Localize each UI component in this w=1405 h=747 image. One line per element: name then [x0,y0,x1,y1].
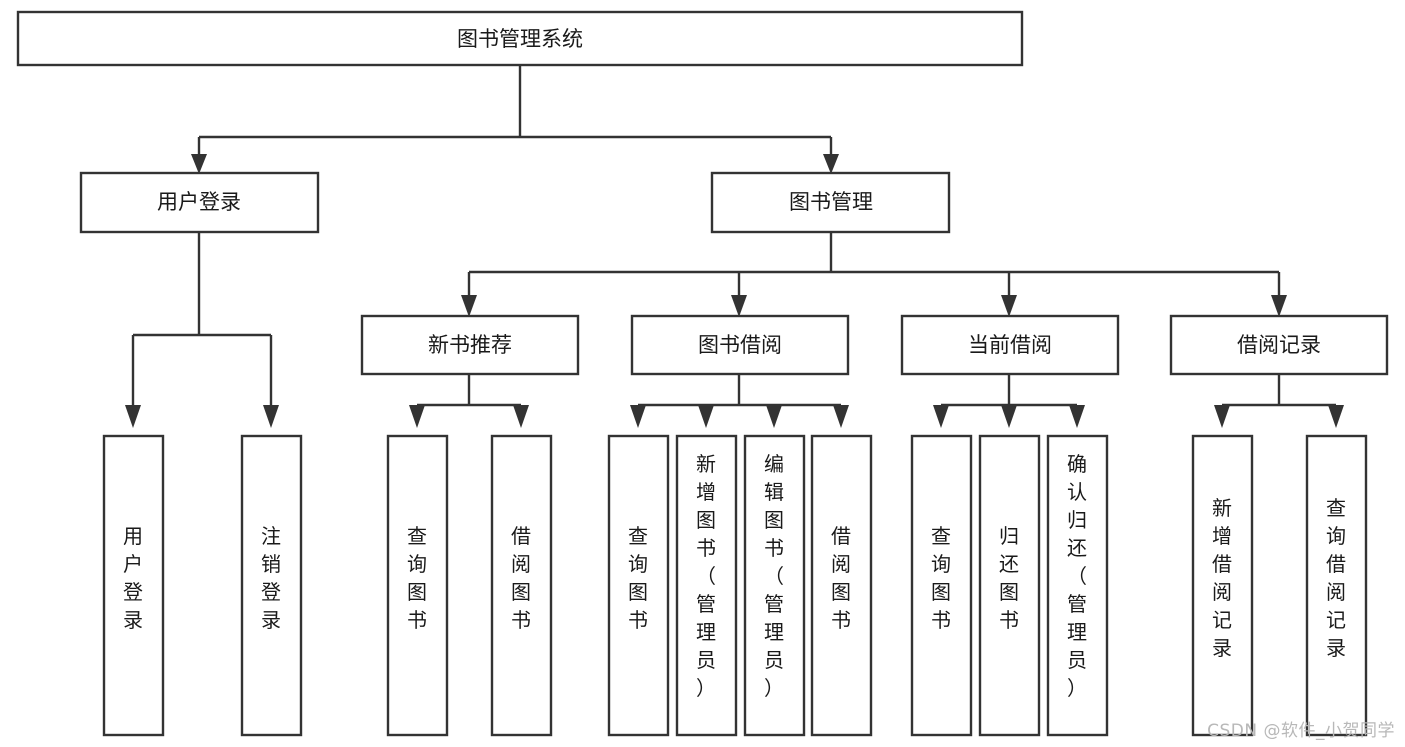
node-leaf-add-record-label: 新增借阅记录 [1212,496,1232,660]
node-leaf-add-record-box[interactable] [1191,434,1254,737]
arrow-head-leaf-query-record [1328,405,1344,428]
arrow-head-leaf-query-book-2 [630,405,646,428]
node-leaf-borrow-book-2[interactable]: 借阅图书 [810,434,873,737]
node-leaf-add-book-box[interactable] [675,434,738,737]
node-leaf-query-book-1-label: 查询图书 [407,524,427,632]
arrow-head-leaf-add-record [1214,405,1230,428]
node-new-book-rec-box[interactable] [360,314,580,376]
node-new-book-rec[interactable]: 新书推荐 [360,314,580,376]
node-leaf-query-book-3[interactable]: 查询图书 [910,434,973,737]
connector-group-user-login-to-leaves [125,232,279,428]
node-leaf-return-book-box[interactable] [978,434,1041,737]
node-leaf-user-login-box[interactable] [102,434,165,737]
connector-group-book-manage-to-level3 [461,232,1287,317]
arrow-head-user-login [191,154,207,174]
node-leaf-query-book-2-label: 查询图书 [628,524,648,632]
node-leaf-return-book[interactable]: 归还图书 [978,434,1041,737]
node-leaf-return-book-label: 归还图书 [999,524,1019,632]
connector-group-root-to-level2 [191,65,839,174]
node-book-manage-label: 图书管理 [789,190,873,214]
node-leaf-logout-login-label: 注销登录 [261,524,281,632]
node-new-book-rec-label: 新书推荐 [428,333,512,357]
node-leaf-query-book-2-box[interactable] [607,434,670,737]
node-leaf-query-book-1-box[interactable] [386,434,449,737]
node-book-borrow-label: 图书借阅 [698,333,782,357]
node-book-borrow[interactable]: 图书借阅 [630,314,850,376]
arrow-head-leaf-add-book [698,405,714,428]
node-leaf-borrow-book-1-label: 借阅图书 [511,524,531,632]
arrow-head-book-manage [823,154,839,174]
node-leaf-add-book[interactable]: 新增图书（管理员） [675,434,738,737]
arrow-head-leaf-borrow-book-1 [513,405,529,428]
node-borrow-record[interactable]: 借阅记录 [1169,314,1389,376]
connector-group-current-borrow-to-leaves [933,374,1085,428]
node-leaf-query-record-label: 查询借阅记录 [1326,496,1346,660]
node-current-borrow-label: 当前借阅 [968,333,1052,357]
node-leaf-query-book-3-box[interactable] [910,434,973,737]
node-book-borrow-box[interactable] [630,314,850,376]
arrow-head-leaf-borrow-book-2 [833,405,849,428]
connector-group-new-book-rec-to-leaves [409,374,529,428]
node-leaf-add-record[interactable]: 新增借阅记录 [1191,434,1254,737]
node-leaf-query-record-box[interactable] [1305,434,1368,737]
arrow-head-borrow-record [1271,295,1287,317]
node-leaf-user-login[interactable]: 用户登录 [102,434,165,737]
node-leaf-query-book-3-label: 查询图书 [931,524,951,632]
arrow-head-leaf-return-book [1001,405,1017,428]
node-leaf-logout-login-box[interactable] [240,434,303,737]
node-leaf-user-login-label: 用户登录 [123,524,143,632]
arrow-head-leaf-user-login [125,405,141,428]
connector-group-borrow-record-to-leaves [1214,374,1344,428]
arrow-head-leaf-query-book-3 [933,405,949,428]
node-leaf-borrow-book-1[interactable]: 借阅图书 [490,434,553,737]
node-leaf-confirm-return[interactable]: 确认归还（管理员） [1046,434,1109,737]
node-leaf-logout-login[interactable]: 注销登录 [240,434,303,737]
node-leaf-query-record[interactable]: 查询借阅记录 [1305,434,1368,737]
node-current-borrow[interactable]: 当前借阅 [900,314,1120,376]
csdn-watermark: CSDN @软件_小贺同学 [1207,721,1395,741]
node-leaf-edit-book-box[interactable] [743,434,806,737]
arrow-head-leaf-confirm-return [1069,405,1085,428]
node-current-borrow-box[interactable] [900,314,1120,376]
node-root[interactable]: 图书管理系统 [16,10,1024,67]
arrow-head-new-book-rec [461,295,477,317]
node-leaf-add-book-label: 新增图书（管理员） [696,452,716,700]
node-leaf-edit-book[interactable]: 编辑图书（管理员） [743,434,806,737]
node-user-login[interactable]: 用户登录 [79,171,320,234]
node-leaf-borrow-book-2-box[interactable] [810,434,873,737]
node-root-label: 图书管理系统 [457,27,583,51]
node-leaf-confirm-return-label: 确认归还（管理员） [1067,452,1087,700]
node-leaf-query-book-2[interactable]: 查询图书 [607,434,670,737]
connector-group-book-borrow-to-leaves [630,374,849,428]
node-root-box[interactable] [16,10,1024,67]
arrow-head-leaf-logout [263,405,279,428]
node-book-manage[interactable]: 图书管理 [710,171,951,234]
arrow-head-leaf-edit-book [766,405,782,428]
node-book-manage-box[interactable] [710,171,951,234]
node-leaf-edit-book-label: 编辑图书（管理员） [764,452,784,700]
node-borrow-record-label: 借阅记录 [1237,333,1321,357]
node-borrow-record-box[interactable] [1169,314,1389,376]
node-leaf-borrow-book-2-label: 借阅图书 [831,524,851,632]
arrow-head-book-borrow [731,295,747,317]
node-leaf-confirm-return-box[interactable] [1046,434,1109,737]
arrow-head-current-borrow [1001,295,1017,317]
node-user-login-label: 用户登录 [157,190,241,214]
node-leaf-query-book-1[interactable]: 查询图书 [386,434,449,737]
node-leaf-borrow-book-1-box[interactable] [490,434,553,737]
arrow-head-leaf-query-book-1 [409,405,425,428]
node-user-login-box[interactable] [79,171,320,234]
